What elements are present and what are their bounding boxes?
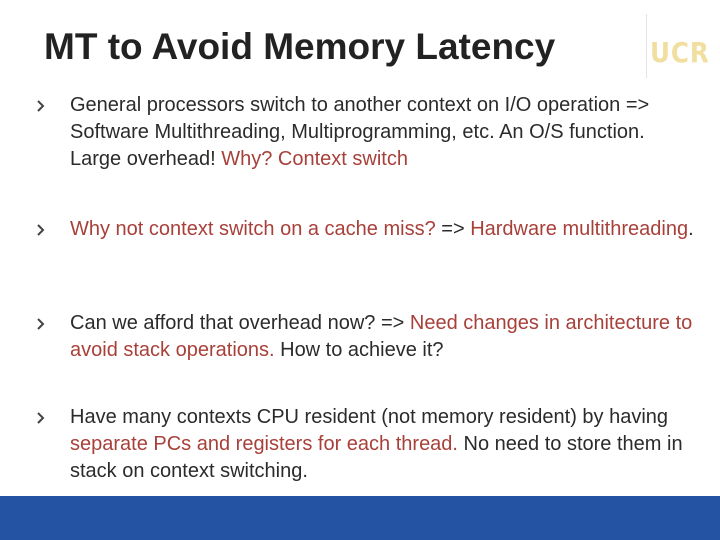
body-text: => xyxy=(441,218,471,240)
logo-divider xyxy=(646,14,647,78)
body-text: Have many contexts CPU resident (not mem… xyxy=(70,406,669,428)
chevron-right-icon xyxy=(37,318,45,330)
bullet-text: General processors switch to another con… xyxy=(70,92,700,173)
bullet-text: Why not context switch on a cache miss? … xyxy=(70,216,700,243)
highlighted-text: Need changes in architecture to avoid st… xyxy=(70,312,693,361)
bullet-text: Can we afford that overhead now? => Need… xyxy=(70,310,700,364)
highlighted-text: Why? Context switch xyxy=(221,148,408,170)
body-text: No need to store them in stack on contex… xyxy=(70,433,683,482)
body-text: . xyxy=(688,218,694,240)
slide-title: MT to Avoid Memory Latency xyxy=(44,26,556,67)
logo-text: UCR xyxy=(650,36,710,69)
body-text: General processors switch to another con… xyxy=(70,94,650,170)
highlighted-text: Hardware multithreading xyxy=(470,218,689,240)
highlighted-text: Why not context switch on a cache miss? xyxy=(70,218,442,240)
chevron-right-icon xyxy=(37,412,45,424)
body-text: Can we afford that overhead now? => xyxy=(70,312,410,334)
chevron-right-icon xyxy=(37,100,45,112)
body-text: How to achieve it? xyxy=(274,339,444,361)
bullet-text: Have many contexts CPU resident (not mem… xyxy=(70,404,700,485)
highlighted-text: separate PCs and registers for each thre… xyxy=(70,433,458,455)
chevron-right-icon xyxy=(37,224,45,236)
footer-bar xyxy=(0,496,720,540)
page-number: 21 xyxy=(664,484,676,495)
ucr-logo: UCR xyxy=(650,36,709,76)
